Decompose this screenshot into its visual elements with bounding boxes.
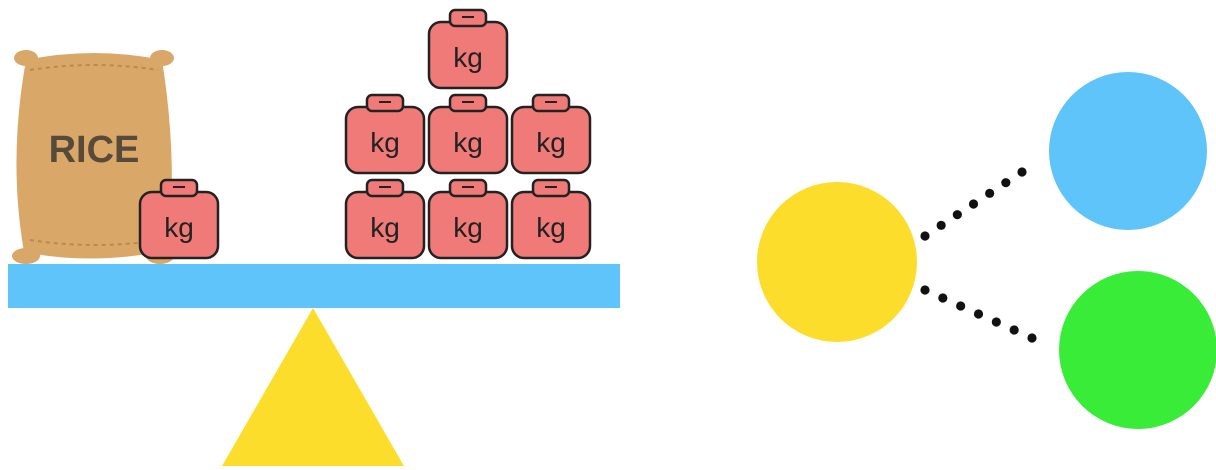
bond-link-dot-top bbox=[1001, 178, 1011, 188]
bond-link-dot-top bbox=[936, 220, 946, 230]
bond-link-dot-top bbox=[1017, 167, 1027, 177]
kg-weight: kg bbox=[510, 93, 592, 175]
kg-weight: kg bbox=[344, 178, 426, 260]
kg-weight: kg bbox=[510, 178, 592, 260]
kg-weight: kg bbox=[344, 93, 426, 175]
kg-weight: kg bbox=[138, 178, 220, 260]
bond-links bbox=[920, 167, 1037, 343]
bond-link-dot-bottom bbox=[920, 285, 930, 295]
part-circle-top bbox=[1049, 72, 1207, 230]
kg-weight-label: kg bbox=[453, 42, 483, 73]
kg-weight: kg bbox=[427, 8, 509, 90]
bond-link-dot-top bbox=[968, 199, 979, 209]
bond-link-dot-bottom bbox=[938, 293, 948, 303]
bond-link-dot-bottom bbox=[1027, 333, 1037, 343]
kg-weight: kg bbox=[427, 93, 509, 175]
kg-weight-label: kg bbox=[370, 127, 400, 158]
rice-bag-seam bbox=[29, 64, 159, 71]
kg-weight-label: kg bbox=[536, 212, 566, 243]
bond-link-dot-top bbox=[985, 188, 995, 198]
bond-link-dot-bottom bbox=[1009, 325, 1019, 335]
kg-weight-label: kg bbox=[536, 127, 566, 158]
balance-beam bbox=[8, 264, 620, 308]
part-circle-bottom bbox=[1059, 271, 1216, 429]
bond-link-dot-top bbox=[952, 210, 962, 220]
whole-circle bbox=[757, 182, 917, 342]
balance-scale: RICE kg kg kg kg kg kg kg kg bbox=[8, 8, 620, 466]
kg-weight-label: kg bbox=[453, 127, 483, 158]
bond-link-dot-bottom bbox=[956, 301, 966, 311]
kg-weight: kg bbox=[427, 178, 509, 260]
bond-link-dot-bottom bbox=[973, 309, 984, 319]
rice-bag-body bbox=[16, 53, 172, 259]
bond-link-dot-bottom bbox=[991, 317, 1001, 327]
bond-link-dot-top bbox=[920, 231, 930, 241]
balance-fulcrum bbox=[222, 308, 404, 466]
kg-weight-label: kg bbox=[453, 212, 483, 243]
kg-weight-label: kg bbox=[164, 212, 194, 243]
part-whole-model bbox=[757, 72, 1216, 429]
kg-weight-label: kg bbox=[370, 212, 400, 243]
weights: kg kg kg kg kg kg kg kg bbox=[138, 8, 592, 260]
rice-bag-label: RICE bbox=[49, 129, 140, 171]
